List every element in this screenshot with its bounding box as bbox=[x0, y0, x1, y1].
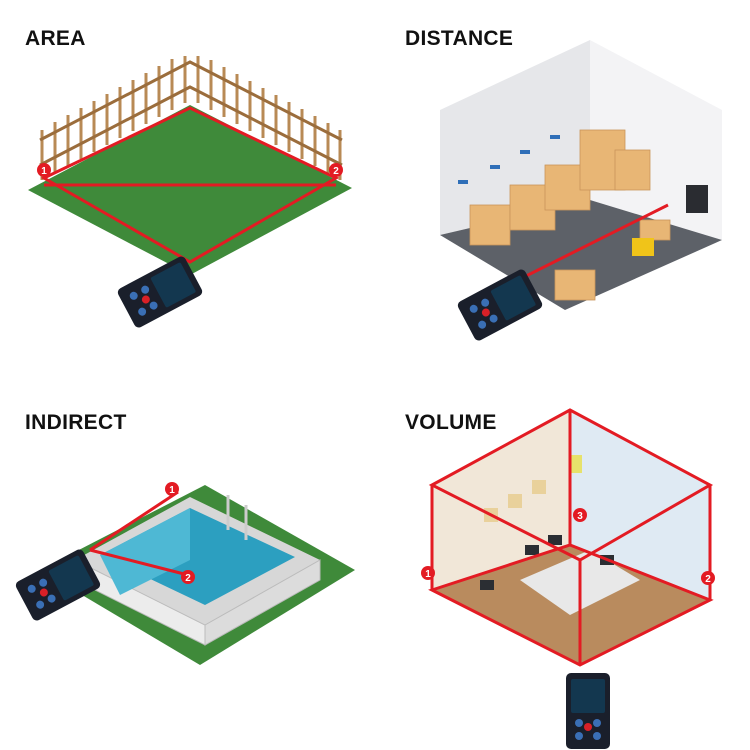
svg-text:1: 1 bbox=[425, 569, 431, 580]
volume-illustration: 1 2 3 bbox=[421, 408, 715, 749]
volume-marker-3: 3 bbox=[573, 508, 587, 522]
area-illustration: 1 2 bbox=[28, 56, 352, 330]
svg-text:2: 2 bbox=[185, 573, 191, 584]
area-laser-outline bbox=[40, 106, 340, 264]
svg-text:1: 1 bbox=[169, 485, 175, 496]
volume-marker-1: 1 bbox=[421, 566, 435, 580]
volume-laser-device bbox=[566, 673, 610, 749]
area-marker-1: 1 bbox=[37, 163, 51, 177]
svg-text:2: 2 bbox=[705, 574, 711, 585]
distance-illustration bbox=[440, 40, 722, 343]
volume-marker-2: 2 bbox=[701, 571, 715, 585]
distance-laser-line bbox=[507, 203, 669, 287]
svg-text:3: 3 bbox=[577, 511, 583, 522]
indirect-marker-2: 2 bbox=[181, 570, 195, 584]
area-marker-2: 2 bbox=[329, 163, 343, 177]
indirect-marker-1: 1 bbox=[165, 482, 179, 496]
volume-title: VOLUME bbox=[405, 411, 497, 434]
indirect-title: INDIRECT bbox=[25, 411, 127, 434]
area-title: AREA bbox=[25, 27, 86, 50]
svg-text:1: 1 bbox=[41, 166, 47, 177]
svg-text:2: 2 bbox=[333, 166, 339, 177]
indirect-illustration: 1 2 bbox=[14, 482, 355, 665]
distance-title: DISTANCE bbox=[405, 27, 514, 50]
volume-laser-box bbox=[428, 408, 714, 667]
indirect-laser-lines bbox=[89, 490, 189, 577]
